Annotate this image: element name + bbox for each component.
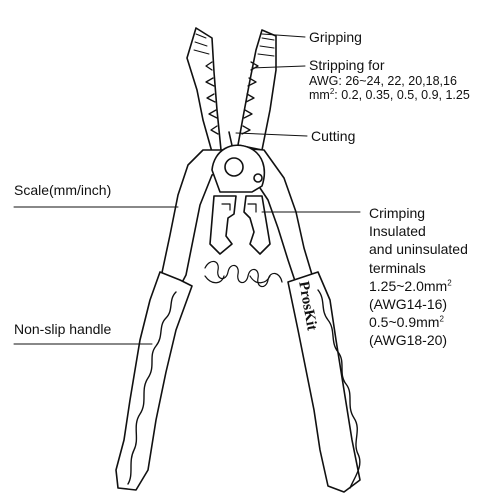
crimping-label: Crimping Insulated and uninsulated termi…	[369, 205, 468, 349]
pivot-bolt	[224, 157, 244, 177]
crimping-cavity-right	[243, 195, 271, 255]
left-handle	[115, 271, 193, 491]
left-jaw	[186, 27, 222, 153]
cutting-label: Cutting	[311, 128, 356, 144]
stripping-notches	[205, 61, 259, 135]
gripping-serrations	[193, 33, 275, 57]
crimping-cavity	[209, 195, 237, 255]
right-handle-grip-wave	[317, 289, 361, 489]
leader-stripping	[251, 65, 306, 69]
spring-coil	[204, 260, 283, 288]
scale-label: Scale(mm/inch)	[14, 182, 112, 198]
non-slip-handle-label: Non-slip handle	[14, 321, 112, 337]
right-handle	[287, 271, 361, 493]
leader-cutting	[235, 132, 308, 137]
crimping-die	[221, 203, 257, 213]
pivot-rivet	[253, 173, 263, 183]
right-jaw	[237, 29, 277, 151]
left-handle-grip-wave	[127, 291, 177, 485]
stripping-label: Stripping for AWG: 26~24, 22, 20,18,16 m…	[309, 57, 470, 103]
leader-gripping	[261, 33, 306, 38]
gripping-label: Gripping	[309, 29, 362, 45]
